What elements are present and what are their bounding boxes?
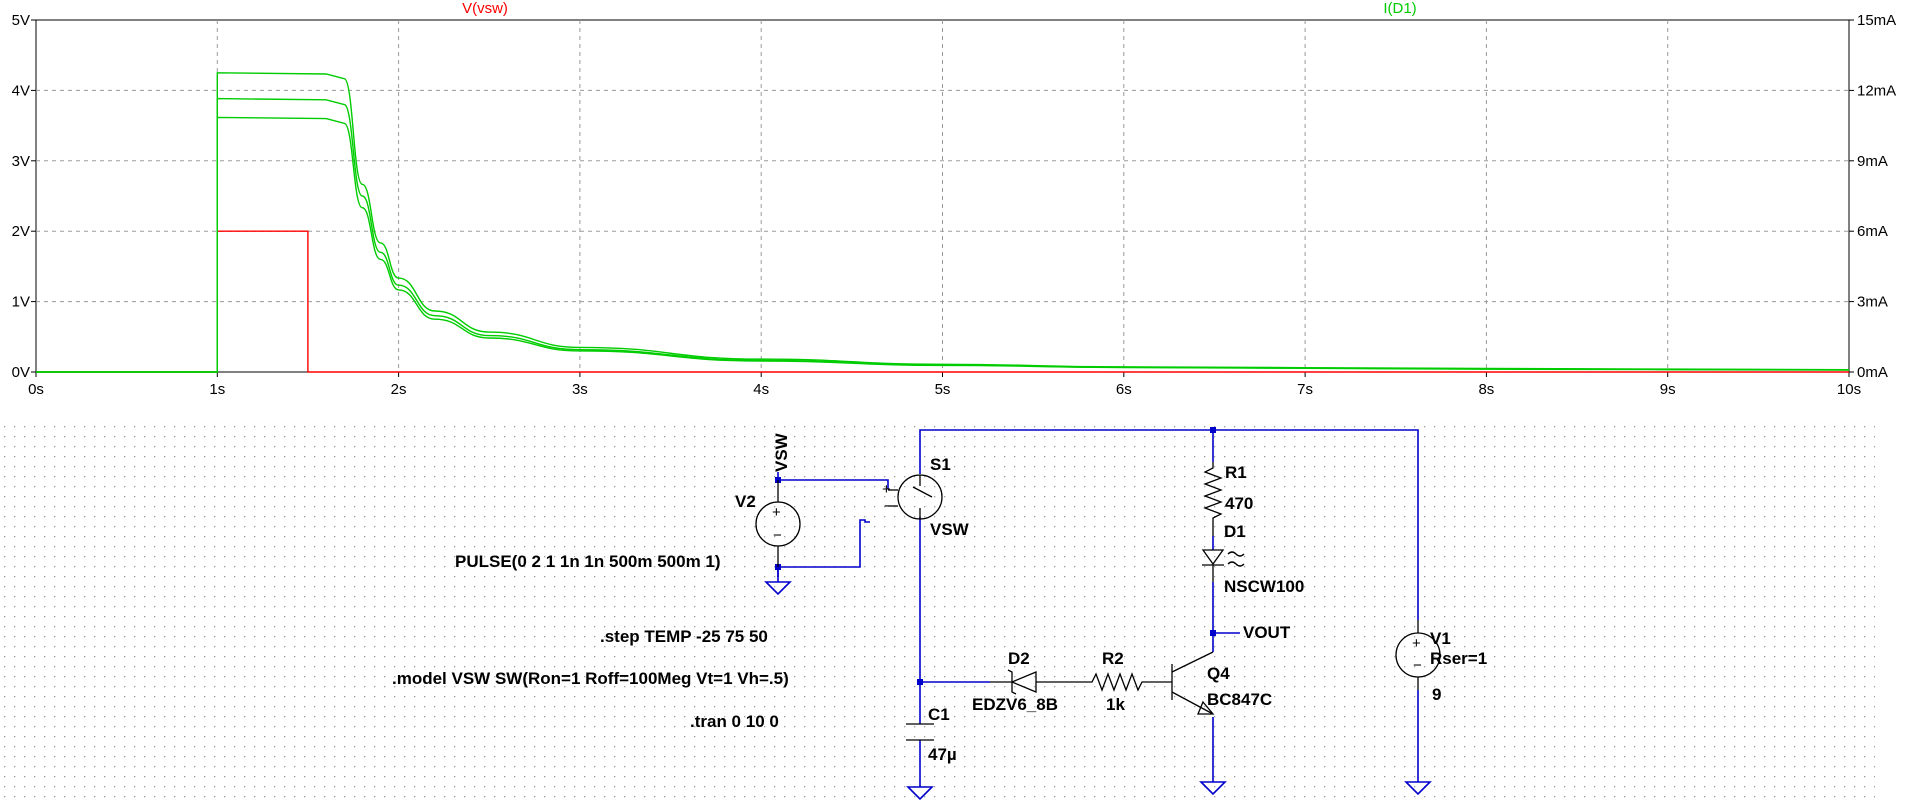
r1-value: 470 <box>1225 494 1253 513</box>
d2-name: D2 <box>1008 649 1030 668</box>
v2-plus-sign: + <box>772 504 781 521</box>
net-label-vsw: VSW <box>772 432 791 472</box>
v1-rser: Rser=1 <box>1430 649 1487 668</box>
v1-value: 9 <box>1432 685 1441 704</box>
y-left-tick-label: 4V <box>12 82 30 99</box>
s1-plus: + <box>882 481 891 498</box>
resistor-r1[interactable] <box>1203 462 1223 536</box>
x-tick-label: 6s <box>1116 381 1132 398</box>
led-d1[interactable] <box>1201 549 1245 582</box>
y-right-tick-label: 9mA <box>1857 153 1888 170</box>
directive-model[interactable]: .model VSW SW(Ron=1 Roff=100Meg Vt=1 Vh=… <box>392 669 789 688</box>
y-right-tick-label: 12mA <box>1857 82 1896 99</box>
transistor-q4[interactable] <box>1171 651 1215 715</box>
trace-label-id1[interactable]: I(D1) <box>1383 0 1416 17</box>
d1-value: NSCW100 <box>1224 577 1304 596</box>
x-tick-label: 9s <box>1660 381 1676 398</box>
net-label-vout: VOUT <box>1243 623 1291 642</box>
y-right-tick-label: 0mA <box>1857 364 1888 381</box>
directive-tran[interactable]: .tran 0 10 0 <box>690 712 779 731</box>
directive-step[interactable]: .step TEMP -25 75 50 <box>600 627 768 646</box>
x-tick-label: 8s <box>1478 381 1494 398</box>
x-tick-label: 4s <box>753 381 769 398</box>
ground-icon <box>1199 781 1227 796</box>
ground-icon <box>1404 781 1432 796</box>
c1-value: 47µ <box>928 745 957 764</box>
zener-diode-d2[interactable] <box>990 669 1085 695</box>
axis-ticks: 0s 1s 2s 3s 4s 5s 6s 7s 8s 9s 10s 0V 1V 2V 3V 4V 5V 0mA 3m… <box>12 12 1897 398</box>
y-right-tick-label: 6mA <box>1857 223 1888 240</box>
y-right-tick-label: 3mA <box>1857 294 1888 311</box>
v2-name: V2 <box>735 492 756 511</box>
v1-plus-sign: + <box>1412 635 1421 652</box>
q4-name: Q4 <box>1207 664 1230 683</box>
x-tick-label: 1s <box>209 381 225 398</box>
trace-id1-3[interactable] <box>36 116 1850 373</box>
capacitor-c1[interactable] <box>906 723 934 741</box>
r2-name: R2 <box>1102 649 1124 668</box>
light-emission-icon <box>1227 551 1245 557</box>
c1-name: C1 <box>928 705 950 724</box>
y-left-tick-label: 0V <box>12 364 30 381</box>
resistor-r2[interactable] <box>1085 672 1172 692</box>
x-tick-label: 10s <box>1837 381 1861 398</box>
x-tick-label: 5s <box>935 381 951 398</box>
schematic-grid <box>0 422 1875 802</box>
voltage-switch-s1[interactable] <box>888 474 943 520</box>
traces <box>36 72 1850 373</box>
ground-icon <box>764 570 792 596</box>
x-tick-label: 3s <box>572 381 588 398</box>
ground-icon <box>906 786 934 801</box>
trace-label-vsw[interactable]: V(vsw) <box>462 0 508 17</box>
y-right-tick-label: 15mA <box>1857 12 1896 29</box>
x-tick-label: 2s <box>391 381 407 398</box>
y-left-tick-label: 3V <box>12 153 30 170</box>
x-tick-label: 7s <box>1297 381 1313 398</box>
voltage-source-v2[interactable]: + − <box>755 480 801 567</box>
v1-name: V1 <box>1430 629 1451 648</box>
light-emission-icon <box>1227 561 1245 567</box>
q4-value: BC847C <box>1207 690 1272 709</box>
voltage-source-v1[interactable]: + − <box>1395 620 1441 690</box>
v1-minus-sign: − <box>1413 657 1422 674</box>
d1-name: D1 <box>1224 522 1246 541</box>
s1-model: VSW <box>930 520 970 539</box>
schematic-pane[interactable]: + − V2 PULSE(0 2 1 1n 1n 500m 500m 1) VS… <box>0 402 1910 802</box>
y-left-tick-label: 1V <box>12 294 30 311</box>
x-tick-label: 0s <box>28 381 44 398</box>
s1-minus: - <box>884 497 889 514</box>
s1-name: S1 <box>930 455 951 474</box>
y-left-tick-label: 5V <box>12 12 30 29</box>
y-left-tick-label: 2V <box>12 223 30 240</box>
d2-value: EDZV6_8B <box>972 695 1058 714</box>
r1-name: R1 <box>1225 463 1247 482</box>
waveform-plot-pane[interactable]: 0s 1s 2s 3s 4s 5s 6s 7s 8s 9s 10s 0V 1V 2V 3V 4V 5V 0mA 3m… <box>0 0 1910 402</box>
v2-minus-sign: − <box>773 527 782 544</box>
r2-value: 1k <box>1106 695 1125 714</box>
v2-value: PULSE(0 2 1 1n 1n 500m 500m 1) <box>455 552 721 571</box>
